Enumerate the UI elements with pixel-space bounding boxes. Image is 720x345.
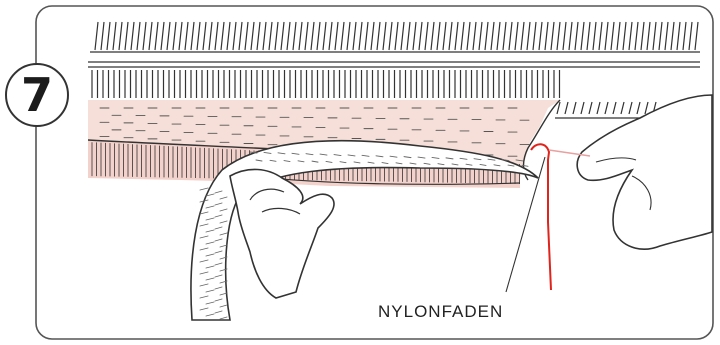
step-number: 7 — [6, 64, 68, 126]
nylon-thread-label: NYLONFADEN — [378, 302, 503, 322]
